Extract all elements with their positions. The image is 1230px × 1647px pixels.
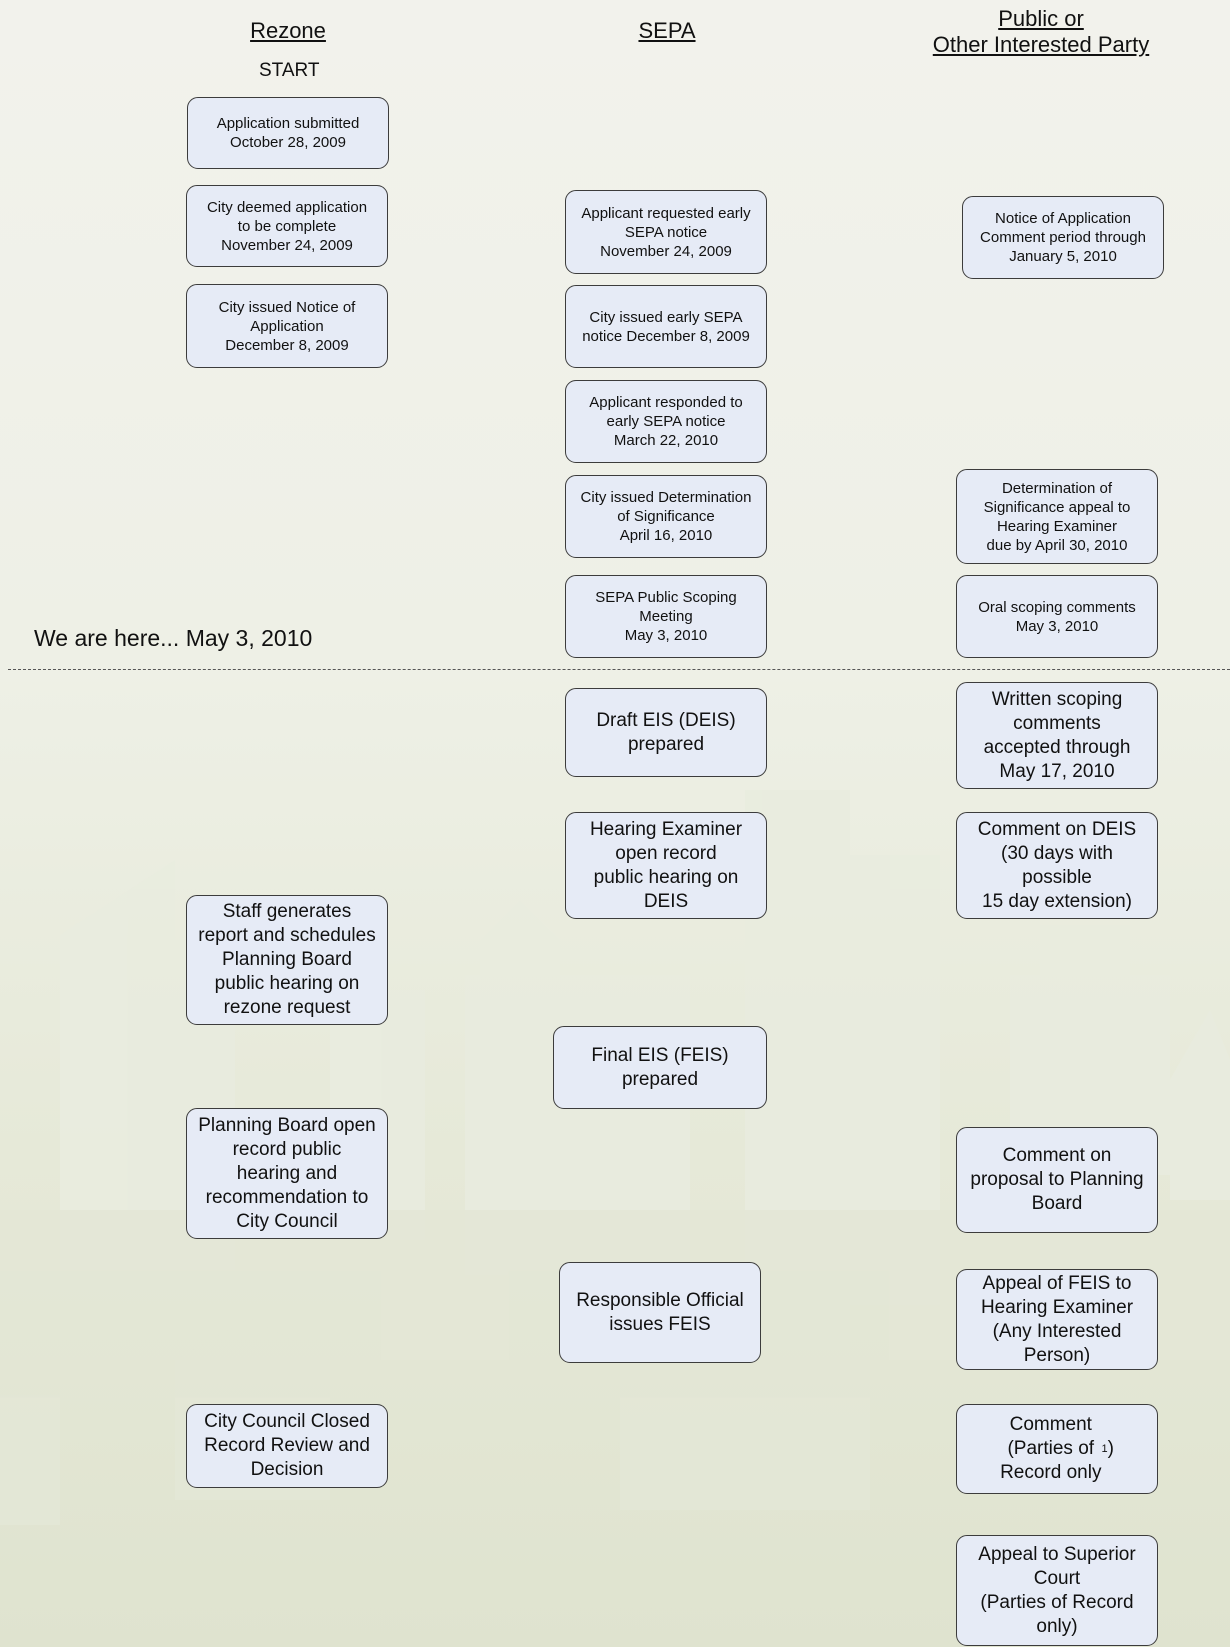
sepa-final-eis: Final EIS (FEIS) prepared [553, 1026, 767, 1109]
sepa-scoping-meeting: SEPA Public Scoping Meeting May 3, 2010 [565, 575, 767, 658]
council-comment-close: ) [1107, 1438, 1114, 1459]
public-superior-court-appeal: Appeal to Superior Court (Parties of Rec… [956, 1535, 1158, 1646]
rezone-staff-report: Staff generates report and schedules Pla… [186, 895, 388, 1025]
public-deis-comment: Comment on DEIS (30 days with possible 1… [956, 812, 1158, 919]
rezone-column-header: Rezone [250, 18, 326, 43]
sepa-early-notice-request: Applicant requested early SEPA notice No… [565, 190, 767, 274]
public-column-header: Public or Other Interested Party [891, 6, 1191, 58]
sepa-early-notice-issued: City issued early SEPA notice December 8… [565, 285, 767, 368]
current-status-label: We are here... May 3, 2010 [34, 625, 313, 651]
rezone-deemed-complete: City deemed application to be complete N… [186, 185, 388, 267]
start-label: START [259, 60, 320, 81]
public-council-comment: Comment (Parties of Record only 1) [956, 1404, 1158, 1494]
rezone-application-submitted: Application submitted October 28, 2009 [187, 97, 389, 169]
sepa-deis-hearing: Hearing Examiner open record public hear… [565, 812, 767, 919]
council-comment-text: Comment (Parties of Record only [1000, 1414, 1102, 1483]
public-feis-appeal: Appeal of FEIS to Hearing Examiner (Any … [956, 1269, 1158, 1370]
current-status-divider [8, 669, 1230, 670]
public-notice-comment: Notice of Application Comment period thr… [962, 196, 1164, 279]
public-written-scoping: Written scoping comments accepted throug… [956, 682, 1158, 789]
public-header-line1: Public or [998, 6, 1084, 31]
sepa-feis-issued: Responsible Official issues FEIS [559, 1262, 761, 1363]
public-planning-board-comment: Comment on proposal to Planning Board [956, 1127, 1158, 1233]
sepa-applicant-response: Applicant responded to early SEPA notice… [565, 380, 767, 463]
public-ds-appeal: Determination of Significance appeal to … [956, 469, 1158, 564]
sepa-draft-eis: Draft EIS (DEIS) prepared [565, 688, 767, 777]
rezone-notice-issued: City issued Notice of Application Decemb… [186, 284, 388, 368]
public-header-line2: Other Interested Party [932, 32, 1150, 57]
rezone-planning-board-hearing: Planning Board open record public hearin… [186, 1108, 388, 1239]
sepa-determination: City issued Determination of Significanc… [565, 475, 767, 558]
rezone-council-decision: City Council Closed Record Review and De… [186, 1404, 388, 1488]
public-oral-scoping: Oral scoping comments May 3, 2010 [956, 575, 1158, 658]
sepa-column-header: SEPA [638, 18, 696, 43]
